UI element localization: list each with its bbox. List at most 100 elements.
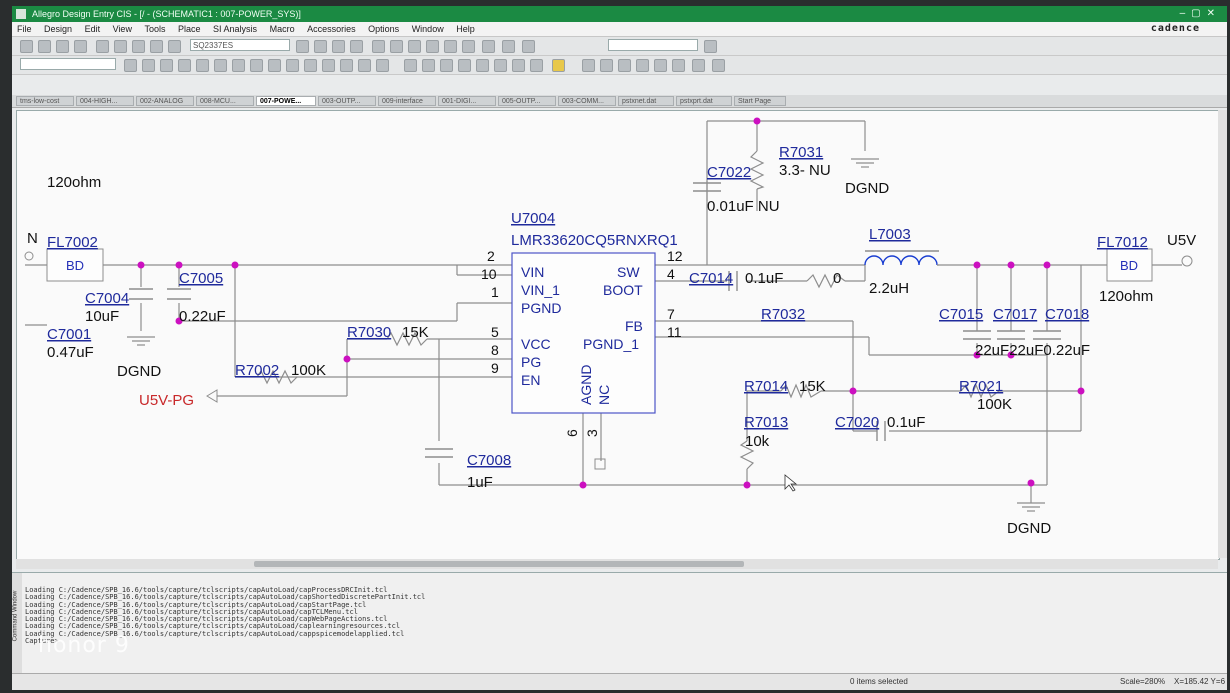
- place-junction-icon[interactable]: [178, 59, 191, 72]
- place-power-icon[interactable]: [214, 59, 227, 72]
- command-prompt[interactable]: Capture>: [25, 637, 59, 646]
- find-icon[interactable]: [704, 40, 717, 53]
- value-c7020[interactable]: 0.1uF: [887, 414, 925, 431]
- capacitor-c7020[interactable]: [876, 421, 886, 441]
- copy-icon[interactable]: [114, 40, 127, 53]
- menu-help[interactable]: Help: [456, 24, 475, 34]
- ref-fl7002[interactable]: FL7002: [47, 234, 98, 251]
- value-r7021[interactable]: 100K: [977, 396, 1012, 413]
- bookmark-icon[interactable]: [552, 59, 565, 72]
- ref-c7014[interactable]: C7014: [689, 270, 733, 287]
- window-controls[interactable]: –▢✕: [1179, 8, 1221, 19]
- align-left-icon[interactable]: [404, 59, 417, 72]
- power-port-u5v[interactable]: [1181, 255, 1193, 267]
- ref-r7013[interactable]: R7013: [744, 414, 788, 431]
- netlist-icon[interactable]: [408, 40, 421, 53]
- ref-r7031[interactable]: R7031: [779, 144, 823, 161]
- backannotate-icon[interactable]: [462, 40, 475, 53]
- flip-icon[interactable]: [672, 59, 685, 72]
- canvas-horizontal-scrollbar[interactable]: [16, 559, 1218, 569]
- tab-005-outp[interactable]: 005-OUTP...: [498, 96, 556, 106]
- place-text-icon[interactable]: [304, 59, 317, 72]
- filter-fl7002-body[interactable]: [46, 248, 104, 282]
- tab-pstxprt[interactable]: pstxprt.dat: [676, 96, 732, 106]
- new-icon[interactable]: [20, 40, 33, 53]
- annotate-icon[interactable]: [372, 40, 385, 53]
- menu-si-analysis[interactable]: SI Analysis: [213, 24, 258, 34]
- value-fl7012[interactable]: 120ohm: [1099, 288, 1153, 305]
- bom-icon[interactable]: [426, 40, 439, 53]
- canvas-vertical-scrollbar[interactable]: [1218, 110, 1227, 558]
- open-icon[interactable]: [38, 40, 51, 53]
- capacitor-c7017[interactable]: [997, 330, 1025, 340]
- ref-u7004[interactable]: U7004: [511, 210, 555, 227]
- tab-pstxnet[interactable]: pstxnet.dat: [618, 96, 674, 106]
- snap-grid-icon[interactable]: [582, 59, 595, 72]
- place-arc-icon[interactable]: [376, 59, 389, 72]
- ref-fl7012[interactable]: FL7012: [1097, 234, 1148, 251]
- tab-007-power[interactable]: 007-POWE...: [256, 96, 316, 106]
- ref-c7018[interactable]: C7018: [1045, 306, 1089, 323]
- schematic-canvas[interactable]: BD BD 120ohm N: [16, 110, 1220, 560]
- net-u5v[interactable]: U5V: [1167, 232, 1196, 249]
- library-icon[interactable]: [482, 40, 495, 53]
- tab-002-analog[interactable]: 002-ANALOG: [136, 96, 194, 106]
- menu-file[interactable]: File: [17, 24, 32, 34]
- tab-003-outp[interactable]: 003-OUTP...: [318, 96, 376, 106]
- value-c7004[interactable]: 10uF: [85, 308, 119, 325]
- align-bottom-icon[interactable]: [494, 59, 507, 72]
- ref-c7008[interactable]: C7008: [467, 452, 511, 469]
- ref-c7001[interactable]: C7001: [47, 326, 91, 343]
- edit-part-icon[interactable]: [692, 59, 705, 72]
- part-combo[interactable]: SQ2337ES: [190, 39, 290, 51]
- scroll-thumb[interactable]: [254, 561, 744, 567]
- value-c7005[interactable]: 0.22uF: [179, 308, 226, 325]
- paste-icon[interactable]: [132, 40, 145, 53]
- resistor-r7031[interactable]: [749, 150, 765, 190]
- properties-icon[interactable]: [712, 59, 725, 72]
- power-port-left[interactable]: [24, 251, 34, 261]
- menu-window[interactable]: Window: [411, 24, 444, 34]
- menu-accessories[interactable]: Accessories: [307, 24, 356, 34]
- zoom-in-icon[interactable]: [296, 40, 309, 53]
- place-line-icon[interactable]: [322, 59, 335, 72]
- resistor-r7030[interactable]: [386, 331, 428, 347]
- capacitor-c7018[interactable]: [1033, 330, 1061, 340]
- menu-view[interactable]: View: [112, 24, 132, 34]
- capacitor-c7004[interactable]: [129, 288, 153, 300]
- command-window[interactable]: Command Window Loading C:/Cadence/SPB_16…: [12, 572, 1227, 673]
- capacitor-c7022[interactable]: [693, 182, 721, 192]
- zoom-area-icon[interactable]: [332, 40, 345, 53]
- undo-icon[interactable]: [150, 40, 163, 53]
- value-r7002[interactable]: 100K: [291, 362, 326, 379]
- menu-options[interactable]: Options: [368, 24, 400, 34]
- value-c7001[interactable]: 0.47uF: [47, 344, 94, 361]
- place-ellipse-icon[interactable]: [358, 59, 371, 72]
- rotate-icon[interactable]: [636, 59, 649, 72]
- ref-c7022[interactable]: C7022: [707, 164, 751, 181]
- print-icon[interactable]: [74, 40, 87, 53]
- mirror-icon[interactable]: [654, 59, 667, 72]
- align-center-icon[interactable]: [422, 59, 435, 72]
- ref-r7014[interactable]: R7014: [744, 378, 788, 395]
- value-r7014[interactable]: 15K: [799, 378, 826, 395]
- capacitor-c7015[interactable]: [963, 330, 991, 340]
- net-u5v-pg[interactable]: U5V-PG: [139, 392, 194, 409]
- align-right-icon[interactable]: [440, 59, 453, 72]
- capacitor-c7005[interactable]: [167, 288, 191, 300]
- ic-u7004-body[interactable]: [511, 252, 656, 414]
- ref-r7021[interactable]: R7021: [959, 378, 1003, 395]
- resistor-r7021[interactable]: [960, 383, 1000, 399]
- capacitor-c7014[interactable]: [728, 271, 738, 291]
- no-connect-icon[interactable]: [286, 59, 299, 72]
- value-c7022[interactable]: 0.01uF NU: [707, 198, 780, 215]
- output-cap-values[interactable]: 22uF22uF0.22uF: [975, 342, 1090, 359]
- value-c7008[interactable]: 1uF: [467, 474, 493, 491]
- place-off-page-icon[interactable]: [268, 59, 281, 72]
- tab-004-high[interactable]: 004-HIGH...: [76, 96, 134, 106]
- drc-icon[interactable]: [390, 40, 403, 53]
- search-combo[interactable]: [608, 39, 698, 51]
- resistor-r7014[interactable]: [780, 383, 822, 399]
- area-select-icon[interactable]: [600, 59, 613, 72]
- menu-design[interactable]: Design: [44, 24, 73, 34]
